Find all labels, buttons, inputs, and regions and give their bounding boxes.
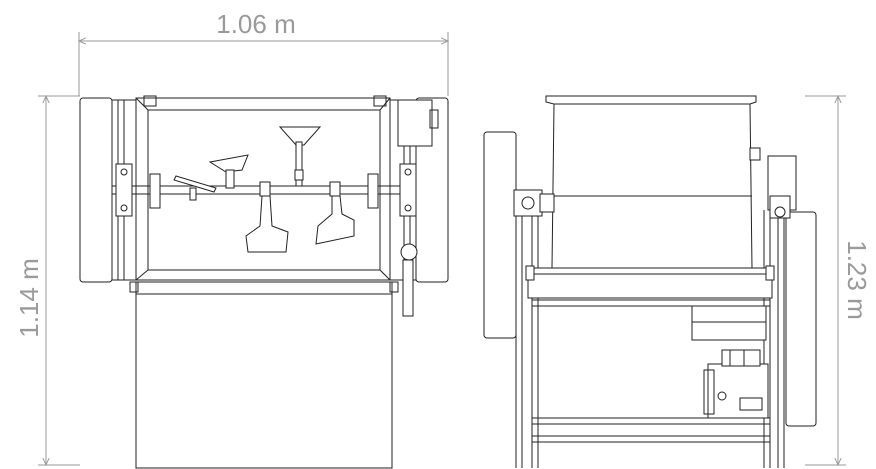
drive-box bbox=[397, 99, 433, 147]
width-dimension-label: 1.06 m bbox=[216, 9, 296, 39]
control-box bbox=[691, 305, 767, 341]
height-dimension-label: 1.23 m bbox=[842, 240, 872, 320]
depth-dimension-label: 1.14 m bbox=[14, 258, 44, 338]
right-bearing bbox=[399, 163, 417, 217]
tilt-handle bbox=[402, 259, 414, 317]
left-wheel bbox=[79, 97, 113, 283]
side-tub bbox=[545, 95, 757, 269]
side-wheel-left bbox=[483, 131, 517, 339]
tub-support bbox=[527, 267, 773, 299]
top-view bbox=[79, 95, 449, 469]
tilt-handle-knob bbox=[400, 243, 418, 261]
height-dimension: 1.23 m bbox=[805, 96, 872, 465]
side-wheel-right bbox=[785, 211, 817, 427]
width-dimension: 1.06 m bbox=[79, 9, 448, 96]
side-view bbox=[483, 95, 817, 468]
pivot-left bbox=[513, 189, 543, 217]
left-bearing bbox=[115, 163, 133, 217]
mixing-paddles bbox=[173, 126, 355, 253]
motor bbox=[703, 349, 769, 419]
lower-bin bbox=[135, 281, 393, 469]
depth-dimension: 1.14 m bbox=[14, 96, 80, 465]
